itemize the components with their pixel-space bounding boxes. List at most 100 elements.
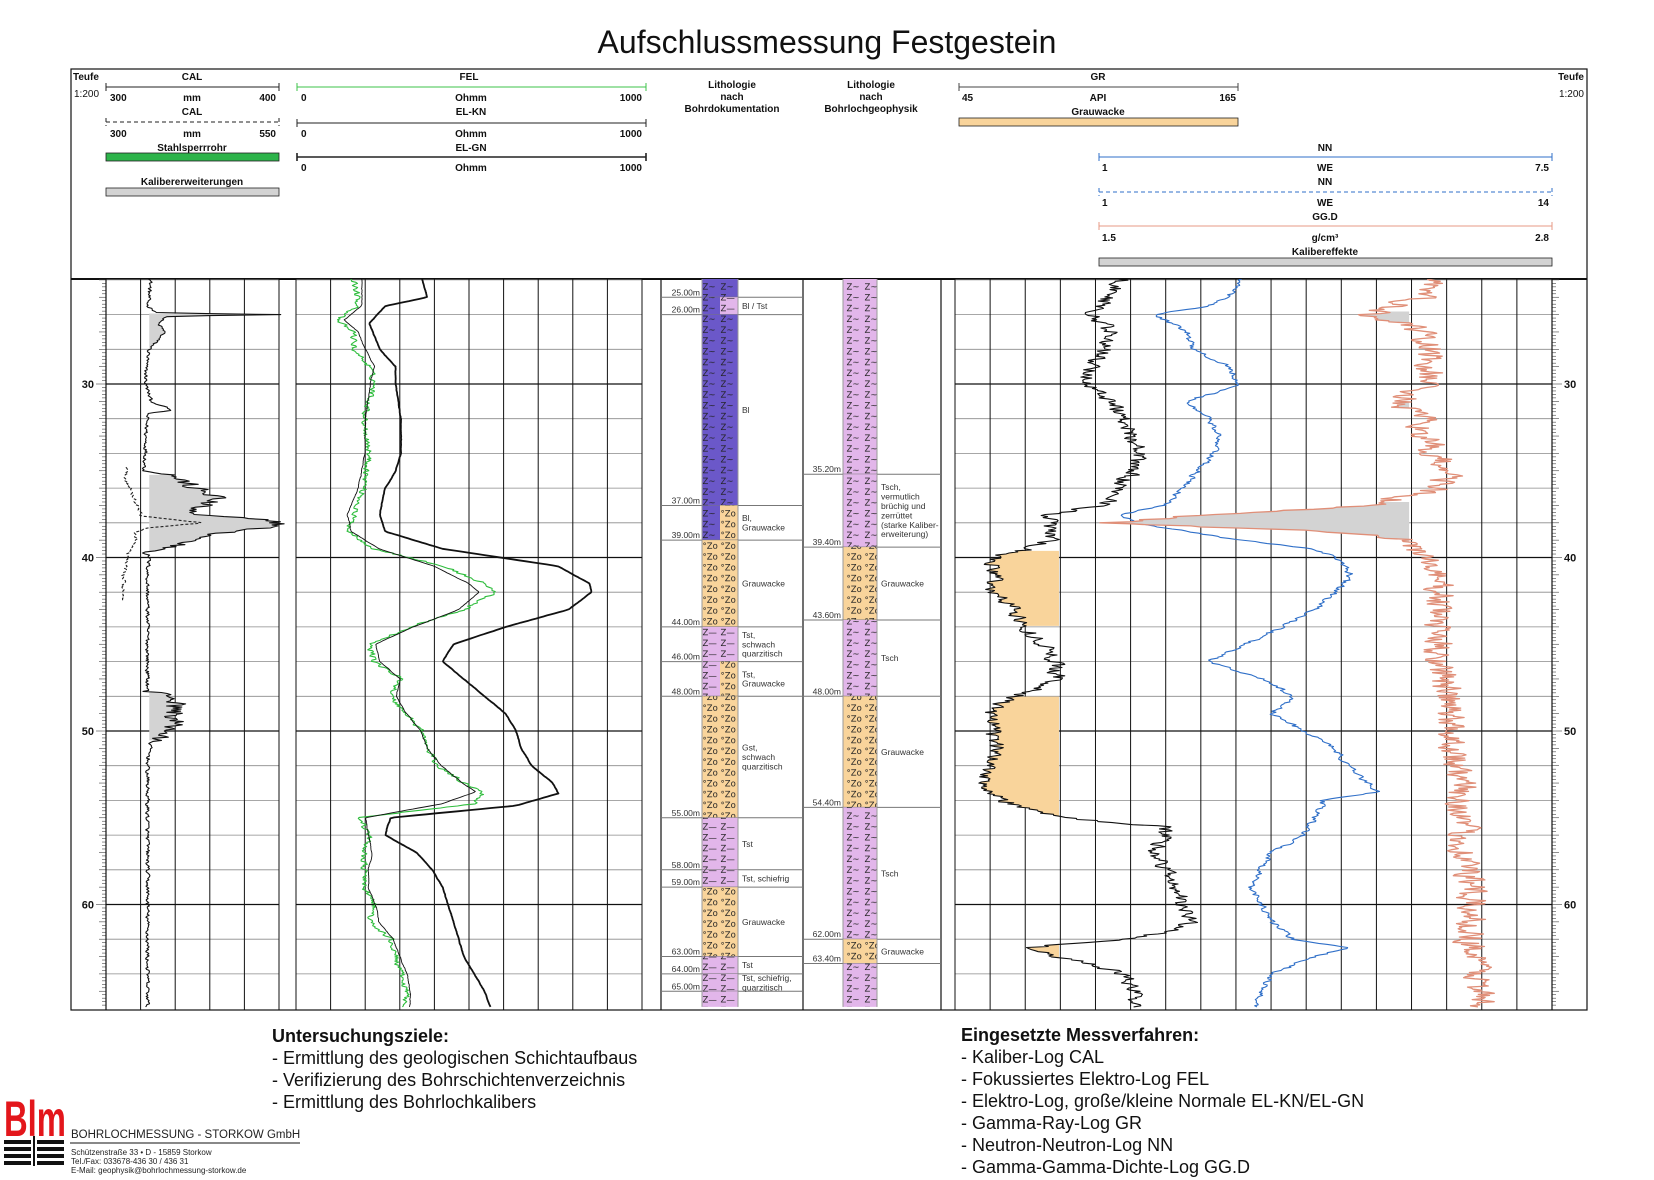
litho_bohrdoku-interval: 65.00m Tst, schiefrig,quarzitisch <box>661 973 803 992</box>
litho-pattern-bl <box>702 297 720 315</box>
cal-curve <box>141 279 285 1008</box>
cal-min: 300 <box>110 93 127 104</box>
cal2-scale-line <box>105 118 280 126</box>
litho-description: Grauwacke <box>742 523 785 533</box>
litho-pattern-gw <box>860 696 877 808</box>
litho-pattern-gw <box>860 939 877 964</box>
kalibererweiterungen-label: Kalibererweiterungen <box>141 177 243 188</box>
company-phone: Tel./Fax: 033678-436 30 / 436 31 <box>71 1157 189 1166</box>
depth-tick-label: 40 <box>82 553 94 565</box>
litho-description: Tst, schiefrig <box>742 873 790 883</box>
method-item: - Neutron-Neutron-Log NN <box>961 1135 1174 1155</box>
litho-pattern-gw <box>720 696 738 818</box>
litho-description: Grauwacke <box>881 579 924 589</box>
litho-pattern-tsch <box>843 474 860 548</box>
nn-scale-line <box>1098 153 1553 161</box>
litho-description: Grauwacke <box>881 946 924 956</box>
depth-tick-label: 60 <box>1564 900 1576 912</box>
cal-max: 400 <box>259 93 276 104</box>
cal-fill <box>149 474 285 553</box>
stahlsperrrohr-label: Stahlsperrrohr <box>157 143 227 154</box>
litho-description: Grauwacke <box>742 579 785 589</box>
litho-depth-label: 48.00m <box>813 686 841 696</box>
elkn-label: EL-KN <box>456 107 487 118</box>
fel-unit: Ohmm <box>455 93 487 104</box>
nn-max: 7.5 <box>1535 163 1549 174</box>
litho-pattern-tst <box>702 869 720 888</box>
litho_geophysik-interval: 35.20m <box>803 279 941 475</box>
fel-curve <box>336 279 496 1008</box>
cal2-min: 300 <box>110 129 127 140</box>
gr-max: 165 <box>1219 93 1236 104</box>
cal2-max: 550 <box>259 129 276 140</box>
litho-description: Bl, <box>742 513 752 523</box>
litho-description: Tst, schiefrig, <box>742 973 792 983</box>
ggd-unit: g/cm³ <box>1312 233 1339 244</box>
litho-description: Grauwacke <box>881 747 924 757</box>
fel-max: 1000 <box>620 93 643 104</box>
litho-pattern-tst <box>702 991 720 1007</box>
gr-fill <box>978 696 1059 818</box>
litho-pattern-gw <box>843 547 860 620</box>
ggd-min: 1.5 <box>1102 233 1116 244</box>
litho-depth-label: 43.60m <box>813 610 841 620</box>
litho-pattern-tst <box>720 956 738 974</box>
litho-depth-label: 37.00m <box>672 495 700 505</box>
nn2-label: NN <box>1318 177 1332 188</box>
litho-depth-label: 65.00m <box>672 981 700 991</box>
litho-pattern-gw <box>843 696 860 808</box>
litho-pattern-tsch <box>843 963 860 1007</box>
litho-depth-label: 55.00m <box>672 808 700 818</box>
goals-heading: Untersuchungsziele: <box>272 1026 450 1046</box>
cal-unit: mm <box>183 93 201 104</box>
methods-heading: Eingesetzte Messverfahren: <box>961 1025 1200 1045</box>
stahlsperrrohr-legend-swatch <box>105 152 280 162</box>
litho-description: quarzitisch <box>742 982 783 992</box>
depth-tick-label: 30 <box>1564 379 1576 391</box>
litho-pattern-tst <box>702 956 720 974</box>
method-item: - Gamma-Gamma-Dichte-Log GG.D <box>961 1157 1251 1177</box>
litho_geophysik-interval <box>842 963 878 1007</box>
litho-depth-label: 64.00m <box>672 964 700 974</box>
elkn-unit: Ohmm <box>455 129 487 140</box>
litho-pattern-tsch <box>860 807 877 940</box>
litho-pattern-bl <box>702 279 720 298</box>
gr-scale-line <box>958 83 1239 91</box>
method-item: - Fokussiertes Elektro-Log FEL <box>961 1069 1210 1089</box>
company-address: Schützenstraße 33 • D - 15859 Storkow <box>71 1148 212 1157</box>
nn2-scale-line <box>1098 188 1553 196</box>
fel-track-grid <box>295 279 643 1010</box>
cal-label: CAL <box>182 72 203 83</box>
litho-depth-label: 44.00m <box>672 617 700 627</box>
investigation-goals: Untersuchungsziele: - Ermittlung des geo… <box>272 1025 637 1113</box>
litho-pattern-tst <box>720 297 738 315</box>
cal-scale-line <box>105 83 280 91</box>
litho-description: Grauwacke <box>742 917 785 927</box>
litho-pattern-tsch <box>860 963 877 1007</box>
litho-pattern-tsch <box>843 279 860 475</box>
elgn-scale-line <box>296 153 647 161</box>
litho-depth-label: 58.00m <box>672 860 700 870</box>
litho_bohrdoku-interval: 44.00m Grauwacke <box>661 540 803 628</box>
litho-depth-label: 25.00m <box>672 287 700 297</box>
litho-pattern-gw <box>720 540 738 627</box>
goal-item: - Verifizierung des Bohrschichtenverzeic… <box>272 1070 626 1090</box>
litho-depth-label: 54.40m <box>813 797 841 807</box>
page-title: Aufschlussmessung Festgestein <box>598 24 1057 60</box>
litho-description: schwach <box>742 752 775 762</box>
kalibereffekte-legend-swatch <box>1098 257 1553 267</box>
